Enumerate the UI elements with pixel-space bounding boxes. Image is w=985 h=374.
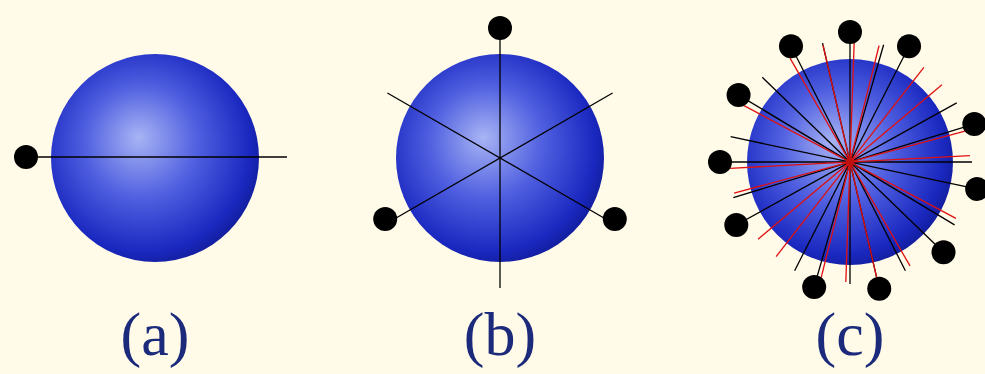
particle-dot xyxy=(603,207,627,231)
ray-line xyxy=(846,42,854,282)
ray-line xyxy=(738,103,957,224)
particle-dot xyxy=(779,34,803,58)
particle-dot xyxy=(727,83,751,107)
figure-label: (a) xyxy=(75,303,235,365)
particle-dot xyxy=(838,20,862,44)
particle-dot xyxy=(373,207,397,231)
figure-label: (b) xyxy=(420,303,580,365)
particle-dot xyxy=(965,177,985,201)
ray-line xyxy=(792,48,905,271)
particle-dot xyxy=(897,34,921,58)
particle-dot xyxy=(724,213,748,237)
ray-line xyxy=(15,156,287,157)
center-point xyxy=(846,158,854,166)
ray-line xyxy=(758,85,942,239)
ray-line xyxy=(790,58,910,266)
particle-dot xyxy=(14,145,38,169)
ray-line xyxy=(731,137,976,189)
particle-dot xyxy=(488,16,512,40)
ray-line xyxy=(815,45,884,285)
particle-dot xyxy=(802,275,826,299)
ray-line xyxy=(733,125,972,198)
ray-line xyxy=(776,67,924,256)
particle-dot xyxy=(932,240,956,264)
ray-line xyxy=(823,45,877,279)
particle-dot xyxy=(867,277,891,301)
figure-label: (c) xyxy=(770,303,930,365)
ray-line xyxy=(387,93,612,223)
ray-line xyxy=(387,93,612,223)
particle-dot xyxy=(708,150,732,174)
ray-line xyxy=(744,106,956,219)
sphere xyxy=(51,54,259,262)
ray-line xyxy=(821,46,879,279)
particle-dot xyxy=(962,112,985,136)
ray-line xyxy=(734,131,966,193)
